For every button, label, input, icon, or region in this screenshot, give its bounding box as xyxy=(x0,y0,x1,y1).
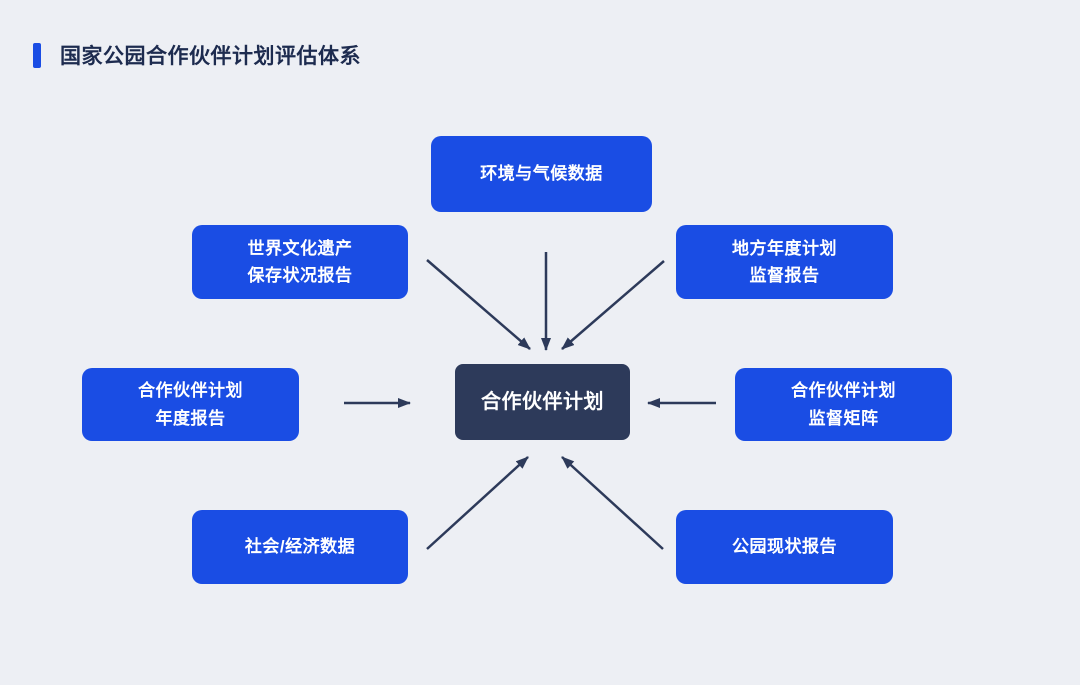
title-accent-bar xyxy=(33,42,41,68)
node-partnership-supervision-matrix: 合作伙伴计划 监督矩阵 xyxy=(735,368,952,441)
node-social-economic-data: 社会/经济数据 xyxy=(192,510,408,584)
node-environment-climate-data: 环境与气候数据 xyxy=(431,136,652,212)
arrow-world-heritage-to-center xyxy=(426,259,531,350)
node-world-heritage-conservation-report: 世界文化遗产 保存状况报告 xyxy=(192,225,408,299)
node-partnership-program-center: 合作伙伴计划 xyxy=(455,364,630,440)
arrow-social-economic-to-center xyxy=(426,456,529,550)
arrow-park-status-to-center xyxy=(561,456,664,550)
page-title: 国家公园合作伙伴计划评估体系 xyxy=(60,45,361,68)
node-partnership-annual-report: 合作伙伴计划 年度报告 xyxy=(82,368,299,441)
node-local-annual-plan-supervision-report: 地方年度计划 监督报告 xyxy=(676,225,893,299)
arrow-local-plan-report-to-center xyxy=(561,260,665,350)
page-header: 国家公园合作伙伴计划评估体系 xyxy=(33,40,361,70)
node-park-status-report: 公园现状报告 xyxy=(676,510,893,584)
